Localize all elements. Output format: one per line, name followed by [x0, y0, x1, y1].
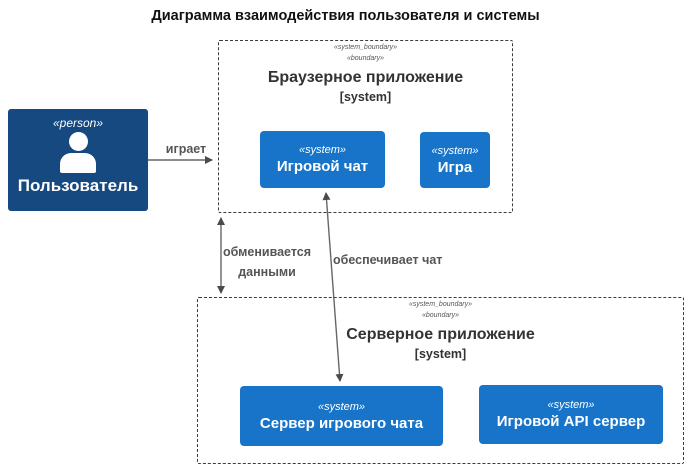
system-stereotype: «system»	[547, 399, 595, 411]
relation-label-line1: обменивается	[222, 245, 312, 259]
person-icon-body	[60, 153, 96, 173]
person-name: Пользователь	[17, 176, 139, 195]
boundary-title: Браузерное приложение	[267, 69, 464, 86]
relation-label-plays: играет	[165, 142, 207, 156]
relation-label-exchanges-data: обменивается данными	[222, 242, 312, 282]
boundary-subtitle: [system]	[339, 90, 392, 104]
boundary-stereotype-2: «boundary»	[347, 55, 384, 62]
boundary-server-app: «system_boundary» «boundary» Серверное п…	[197, 297, 684, 464]
system-node-chat-server: «system» Сервер игрового чата	[240, 386, 443, 446]
person-icon	[60, 132, 96, 173]
boundary-stereotype-2: «boundary»	[422, 312, 459, 319]
system-name: Игровой API сервер	[496, 413, 646, 430]
relation-label-provides-chat: обеспечивает чат	[333, 253, 443, 267]
person-node-user: «person» Пользователь	[8, 109, 148, 211]
system-stereotype: «system»	[431, 144, 479, 157]
boundary-stereotype-1: «system_boundary»	[408, 301, 473, 308]
system-node-api-server: «system» Игровой API сервер	[479, 385, 663, 444]
boundary-subtitle: [system]	[414, 347, 467, 361]
system-name: Игровой чат	[276, 158, 369, 175]
system-node-game-chat: «system» Игровой чат	[260, 131, 385, 188]
boundary-stereotype-1: «system_boundary»	[333, 44, 398, 51]
relation-label-line2: данными	[238, 265, 296, 279]
boundary-title: Серверное приложение	[346, 326, 535, 343]
system-stereotype: «system»	[317, 400, 366, 413]
person-icon-head	[68, 132, 88, 151]
system-node-game: «system» Игра	[420, 132, 490, 188]
system-name: Игра	[437, 158, 473, 176]
system-stereotype: «system»	[298, 144, 347, 156]
diagram-title: Диаграмма взаимодействия пользователя и …	[151, 8, 540, 24]
person-stereotype: «person»	[52, 116, 104, 130]
boundary-browser-app: «system_boundary» «boundary» Браузерное …	[218, 40, 513, 213]
system-name: Сервер игрового чата	[259, 414, 424, 432]
